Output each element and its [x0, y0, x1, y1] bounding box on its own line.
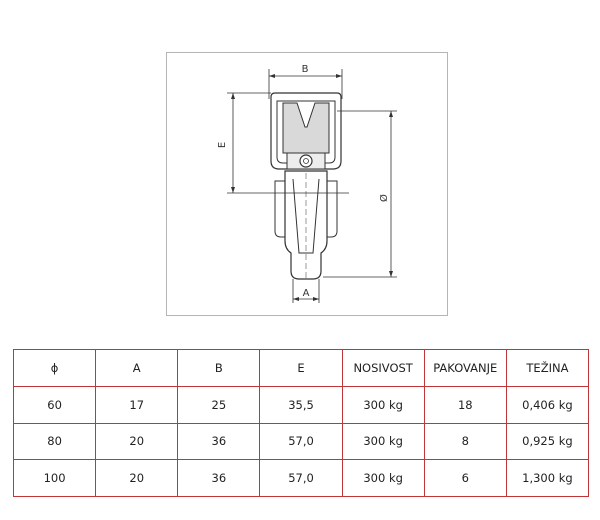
cell-e: 57,0 [259, 422, 343, 461]
cell-pakovanje: 8 [423, 422, 507, 461]
table-row: 100 20 36 57,0 300 kg 6 1,300 kg [12, 459, 590, 497]
cell-e: 35,5 [259, 385, 343, 424]
table-header-row: ϕ A B E NOSIVOST PAKOVANJE TEŽINA [12, 349, 590, 387]
cell-pakovanje: 18 [423, 385, 507, 424]
cell-nosivost: 300 kg [341, 459, 425, 497]
wheel-groove [292, 178, 320, 254]
header-diameter: ϕ [12, 349, 97, 387]
spec-table: ϕ A B E NOSIVOST PAKOVANJE TEŽINA 60 17 … [12, 349, 590, 497]
cell-tezina: 0,925 kg [505, 422, 590, 461]
table-row: 60 17 25 35,5 300 kg 18 0,406 kg [12, 385, 590, 424]
dim-label-diameter: Ø [378, 194, 390, 202]
cell-a: 20 [95, 459, 179, 497]
dim-label-a: A [303, 288, 310, 299]
profile-channel [282, 102, 330, 154]
cell-b: 25 [177, 385, 261, 424]
table-row: 80 20 36 57,0 300 kg 8 0,925 kg [12, 422, 590, 461]
wheel-flange-left [274, 180, 286, 238]
header-pakovanje: PAKOVANJE [423, 349, 507, 387]
cell-b: 36 [177, 459, 261, 497]
header-b: B [177, 349, 261, 387]
cell-tezina: 0,406 kg [505, 385, 590, 424]
header-e: E [259, 349, 343, 387]
wheel-flange-right [326, 180, 338, 238]
cell-tezina: 1,300 kg [505, 459, 590, 497]
dim-label-e: E [217, 142, 228, 148]
wheel-outline [284, 170, 328, 280]
technical-drawing: B E Ø A [166, 52, 448, 316]
header-nosivost: NOSIVOST [341, 349, 425, 387]
cell-a: 20 [95, 422, 179, 461]
cell-pakovanje: 6 [423, 459, 507, 497]
header-tezina: TEŽINA [505, 349, 590, 387]
cell-diameter: 60 [12, 385, 97, 424]
cell-b: 36 [177, 422, 261, 461]
cell-nosivost: 300 kg [341, 385, 425, 424]
cell-diameter: 80 [12, 422, 97, 461]
cell-nosivost: 300 kg [341, 422, 425, 461]
cell-e: 57,0 [259, 459, 343, 497]
cell-a: 17 [95, 385, 179, 424]
cell-diameter: 100 [12, 459, 97, 497]
bracket-inner [276, 100, 336, 164]
bracket-outer [270, 92, 342, 170]
header-a: A [95, 349, 179, 387]
dim-label-b: B [302, 64, 309, 75]
wheel-drawing-svg: B E Ø A [217, 64, 397, 303]
